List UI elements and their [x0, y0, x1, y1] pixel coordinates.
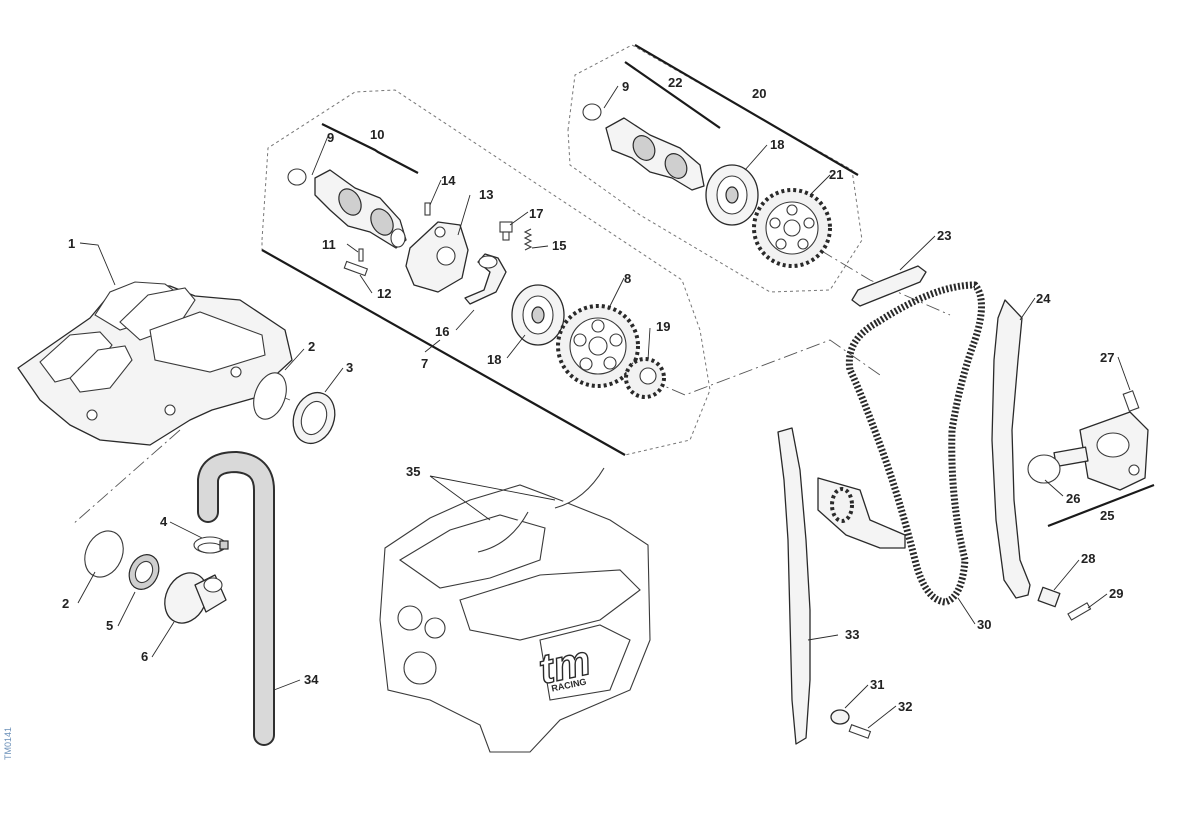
figure-code: TM0141: [3, 727, 13, 760]
callout-22: 22: [668, 75, 682, 90]
callout-1: 1: [68, 236, 75, 251]
callout-2: 2: [308, 339, 315, 354]
pin-part-14: [424, 202, 431, 216]
callout-16: 16: [435, 324, 449, 339]
bearing-part-18: [511, 284, 565, 346]
callout-5: 5: [106, 618, 113, 633]
gasket-part-26: [1027, 454, 1061, 484]
pin-part-12: [343, 260, 369, 277]
callout-13: 13: [479, 187, 493, 202]
seal-part-5: [128, 554, 160, 590]
callout-32: 32: [898, 699, 912, 714]
bolt-part-27: [1122, 390, 1140, 412]
guide-rail-part-33: [777, 427, 811, 745]
callout-8: 8: [624, 271, 631, 286]
callout-23: 23: [937, 228, 951, 243]
bracket-group-7: [261, 249, 626, 456]
cam-sprocket-part-8: [556, 304, 640, 388]
washer-part-31: [830, 709, 850, 725]
callout-26: 26: [1066, 491, 1080, 506]
callout-7: 7: [421, 356, 428, 371]
callout-19: 19: [656, 319, 670, 334]
callout-2-lower: 2: [62, 596, 69, 611]
bracket-part-22: [624, 61, 721, 129]
oil-seal-part-35a: [477, 511, 529, 553]
callout-9: 9: [327, 130, 334, 145]
cam-sprocket-part-21: [752, 188, 832, 268]
tm-logo: tm: [535, 636, 595, 693]
callout-3: 3: [346, 360, 353, 375]
oil-seal-part-35b: [554, 467, 605, 509]
callout-20: 20: [752, 86, 766, 101]
gear-part-19: [624, 357, 666, 399]
cylinder-head: tm RACING: [379, 484, 651, 753]
callout-34: 34: [304, 672, 319, 687]
callout-31: 31: [870, 677, 884, 692]
bracket-group-20: [634, 44, 859, 176]
callout-6: 6: [141, 649, 148, 664]
callout-33: 33: [845, 627, 859, 642]
callout-11: 11: [322, 237, 336, 252]
decompressor-weight-part-16: [464, 253, 507, 305]
callout-27: 27: [1100, 350, 1114, 365]
bolt-part-32: [848, 724, 872, 739]
hose-clamp-part-4: [193, 536, 229, 554]
chain-tensioner-part-25: [1053, 411, 1149, 491]
callout-labels: 1 2 3 4 2 5 6 7 8 9 10 11 12 13 14 15 16…: [62, 75, 1123, 714]
crankshaft-end: [817, 477, 906, 549]
callout-9-upper: 9: [622, 79, 629, 94]
timing-chain-part-30: [845, 281, 985, 606]
pin-part-11: [358, 248, 364, 262]
callout-15: 15: [552, 238, 566, 253]
callout-17: 17: [529, 206, 543, 221]
bearing-part-18b: [705, 164, 759, 226]
spring-part-15: [523, 228, 533, 251]
leader-lines: [77, 85, 1131, 729]
screw-part-17: [499, 221, 513, 241]
callout-21: 21: [829, 167, 843, 182]
cylinder-head-cover-part: [17, 281, 293, 446]
callout-18-upper: 18: [770, 137, 784, 152]
o-ring-part-2b: [84, 530, 124, 578]
axis-line-group20: [819, 249, 951, 316]
callout-30: 30: [977, 617, 991, 632]
decompressor-plate-part-13: [405, 221, 469, 293]
breather-hose-part-34: [197, 451, 275, 746]
o-ring-part-2: [253, 372, 287, 420]
callout-10: 10: [370, 127, 384, 142]
callout-18: 18: [487, 352, 501, 367]
callout-29: 29: [1109, 586, 1123, 601]
tensioner-blade-part-24: [991, 299, 1031, 599]
camshaft-group-20-outline: [567, 44, 863, 293]
bolt-part-29: [1067, 602, 1092, 621]
axis-line-group7: [649, 339, 881, 396]
spacer-part-28: [1037, 586, 1061, 608]
callout-24: 24: [1036, 291, 1051, 306]
callout-14: 14: [441, 173, 456, 188]
callout-25: 25: [1100, 508, 1114, 523]
callout-12: 12: [377, 286, 391, 301]
plug-part-3: [292, 391, 336, 445]
callout-4: 4: [160, 514, 168, 529]
chain-guide-part-23: [851, 265, 927, 307]
callout-28: 28: [1081, 551, 1095, 566]
camshaft-part-10: [287, 168, 407, 249]
camshaft-part-22: [582, 103, 705, 191]
bracket-part-10: [321, 123, 419, 174]
bracket-part-25: [1047, 483, 1155, 528]
callout-35: 35: [406, 464, 420, 479]
breather-fitting-part-6: [164, 572, 227, 624]
